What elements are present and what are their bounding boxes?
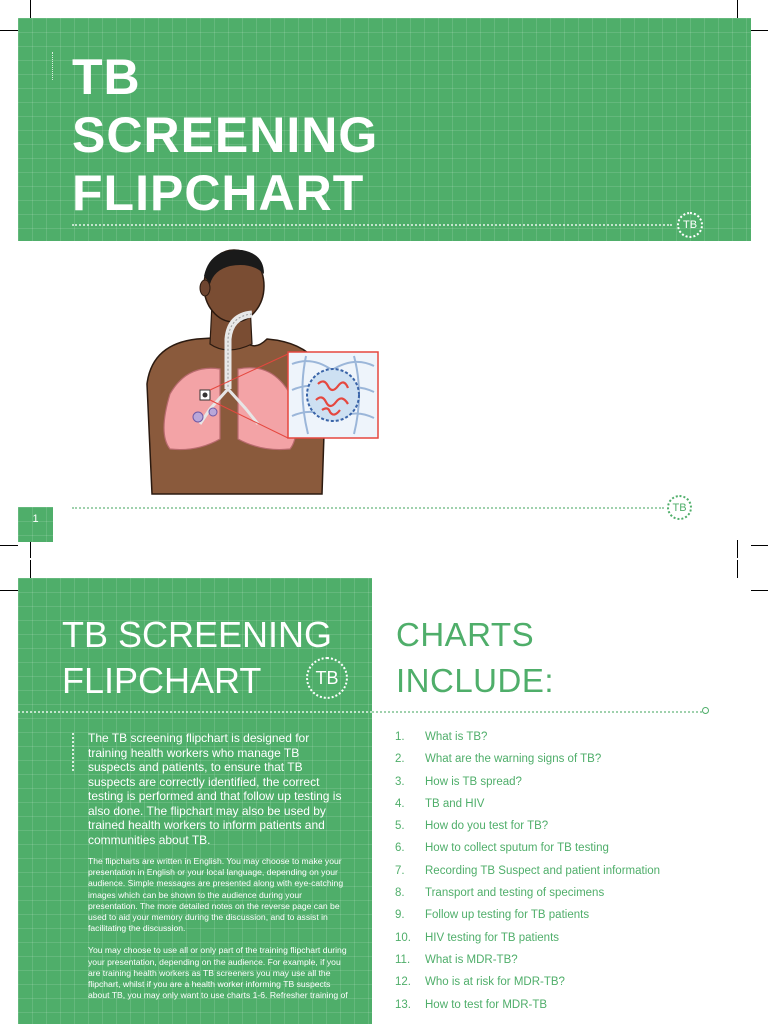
cover-title-line: SCREENING: [72, 107, 379, 163]
crop-mark: [30, 540, 31, 558]
cover-title-line: TB: [72, 49, 141, 105]
crop-mark: [0, 30, 18, 31]
tb-logo-text: TB: [672, 501, 687, 514]
list-item: 5. How do you test for TB?: [395, 820, 735, 842]
info-panel: [18, 578, 372, 1024]
list-item-number: 10.: [395, 931, 411, 944]
crop-mark: [737, 560, 738, 578]
crop-mark: [737, 0, 738, 18]
list-item-label: How to collect sputum for TB testing: [425, 842, 609, 855]
list-item-label: What are the warning signs of TB?: [425, 753, 602, 766]
detail-text: The flipcharts are written in English. Y…: [88, 856, 350, 1012]
charts-heading-line: INCLUDE:: [396, 662, 555, 699]
list-item: 12. Who is at risk for MDR-TB?: [395, 976, 735, 998]
list-item-label: Follow up testing for TB patients: [425, 909, 590, 922]
crop-mark: [0, 590, 18, 591]
page-number-text: 1: [32, 513, 39, 525]
tb-logo-badge-bottom: TB: [667, 495, 692, 520]
panel-tick: [72, 733, 74, 771]
list-item: 4. TB and HIV: [395, 798, 735, 820]
list-item-number: 2.: [395, 753, 405, 766]
list-item: 13. How to test for MDR-TB: [395, 999, 735, 1021]
page2-title: TB SCREENING FLIPCHART: [62, 612, 332, 704]
cover-banner: [18, 18, 751, 241]
crop-mark: [751, 545, 768, 546]
list-item-label: How to test for MDR-TB: [425, 998, 548, 1011]
cover-divider: [72, 224, 672, 226]
crop-mark: [30, 560, 31, 578]
tb-logo-badge-page2: TB: [306, 657, 348, 699]
cover-title: TB SCREENING FLIPCHART: [72, 48, 378, 222]
list-item-number: 7.: [395, 864, 405, 877]
list-item: 10. HIV testing for TB patients: [395, 932, 735, 954]
list-item-label: What is MDR-TB?: [425, 953, 518, 966]
banner-tick: [52, 52, 53, 80]
tb-logo-text: TB: [682, 219, 698, 231]
crop-mark: [737, 540, 738, 558]
list-item-label: How do you test for TB?: [425, 820, 549, 833]
list-item-label: What is TB?: [425, 731, 488, 743]
list-item-number: 1.: [395, 731, 405, 743]
page2-title-line: FLIPCHART: [62, 660, 262, 701]
charts-heading-line: CHARTS: [396, 616, 535, 653]
cover-title-line: FLIPCHART: [72, 165, 365, 221]
list-item-label: Transport and testing of specimens: [425, 887, 605, 900]
list-item: 2. What are the warning signs of TB?: [395, 753, 735, 775]
list-item-label: How is TB spread?: [425, 775, 522, 788]
list-item: 7. Recording TB Suspect and patient infor…: [395, 865, 735, 887]
tb-logo-text: TB: [315, 667, 339, 688]
list-item: 9. Follow up testing for TB patients: [395, 909, 735, 931]
list-item: 6. How to collect sputum for TB testing: [395, 842, 735, 864]
crop-mark: [0, 545, 18, 546]
list-item: 8. Transport and testing of specimens: [395, 887, 735, 909]
list-item-label: Recording TB Suspect and patient informa…: [425, 864, 661, 877]
list-item-label: TB and HIV: [425, 797, 485, 810]
page2-title-line: TB SCREENING: [62, 614, 333, 655]
tb-logo-badge: TB: [677, 212, 703, 238]
list-item-number: 9.: [395, 909, 405, 922]
list-item-number: 6.: [395, 842, 405, 855]
list-item: 1. What is TB?: [395, 731, 735, 753]
cover-bottom-divider: [72, 507, 664, 509]
list-item-number: 12.: [395, 976, 411, 989]
page-number: 1: [18, 507, 53, 542]
list-item-label: HIV testing for TB patients: [425, 931, 560, 944]
list-item-number: 3.: [395, 775, 405, 788]
list-item: 3. How is TB spread?: [395, 776, 735, 798]
list-item-number: 11.: [395, 953, 411, 966]
charts-heading: CHARTS INCLUDE:: [396, 612, 554, 704]
list-item-number: 8.: [395, 887, 405, 900]
list-item-number: 4.: [395, 797, 405, 810]
list-item: 11. What is MDR-TB?: [395, 954, 735, 976]
charts-divider: [372, 711, 702, 713]
detail-paragraph: The flipcharts are written in English. Y…: [88, 856, 344, 934]
list-item-number: 5.: [395, 820, 405, 833]
list-item-label: Who is at risk for MDR-TB?: [425, 976, 565, 989]
divider-end-dot: [702, 707, 709, 714]
charts-list: 1. What is TB? 2. What are the warning sig…: [395, 731, 735, 1021]
crop-mark: [751, 30, 768, 31]
crop-mark: [751, 590, 768, 591]
detail-paragraph: You may choose to use all or only part o…: [88, 945, 348, 1001]
intro-paragraph: The TB screening flipchart is designed f…: [88, 731, 342, 847]
crop-mark: [30, 0, 31, 18]
list-item-number: 13.: [395, 998, 411, 1011]
panel-divider: [18, 711, 372, 713]
lungs-illustration: [146, 249, 379, 495]
